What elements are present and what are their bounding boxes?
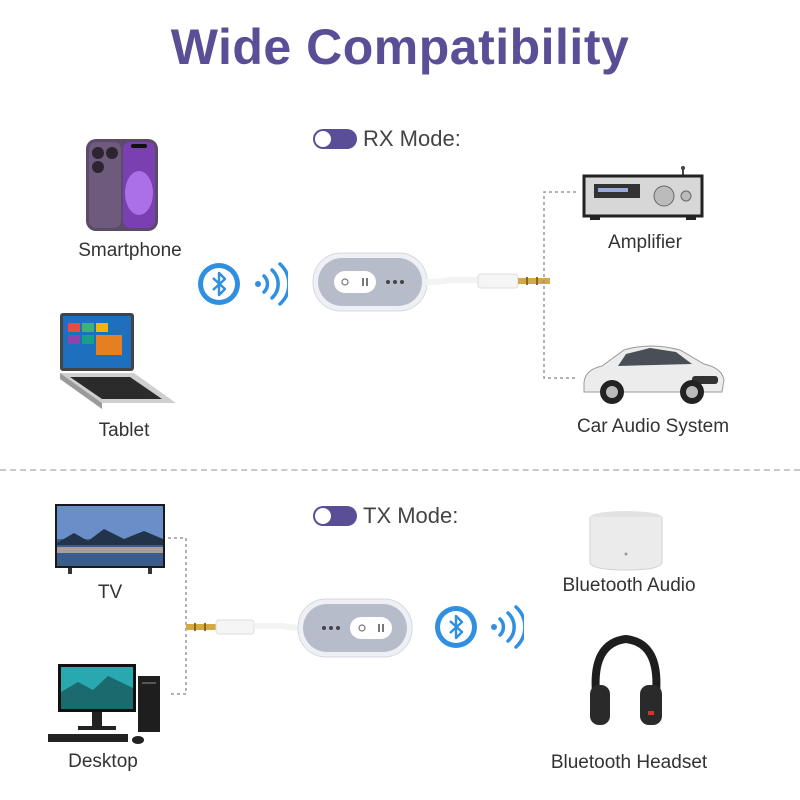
tx-adapter-icon bbox=[186, 598, 414, 660]
signal-waves-icon bbox=[252, 262, 288, 306]
desktop-label: Desktop bbox=[68, 751, 138, 772]
rx-connector-line bbox=[540, 190, 580, 382]
tv-label: TV bbox=[97, 582, 123, 603]
adapter-icon bbox=[312, 252, 552, 314]
tx-mode-label: TX Mode: bbox=[363, 503, 459, 528]
car-audio-label: Car Audio System bbox=[576, 416, 730, 437]
amplifier-label: Amplifier bbox=[608, 232, 682, 253]
car-icon bbox=[580, 340, 726, 406]
tx-mode-heading: TX Mode: bbox=[313, 503, 458, 529]
tv-icon bbox=[54, 503, 166, 575]
desktop-icon bbox=[48, 662, 164, 750]
headphones-icon bbox=[586, 633, 666, 729]
section-divider bbox=[0, 469, 800, 471]
smartphone-label: Smartphone bbox=[78, 240, 182, 261]
bluetooth-audio-label: Bluetooth Audio bbox=[562, 575, 696, 596]
rx-toggle-icon bbox=[313, 129, 357, 149]
page-title: Wide Compatibility bbox=[170, 19, 630, 75]
rx-mode-label: RX Mode: bbox=[363, 126, 461, 151]
tx-signal-waves-icon bbox=[488, 605, 524, 649]
smartphone-icon bbox=[84, 138, 160, 233]
bluetooth-headset-label: Bluetooth Headset bbox=[550, 752, 708, 773]
bluetooth-icon bbox=[197, 262, 241, 306]
amplifier-icon bbox=[582, 166, 704, 222]
rx-mode-heading: RX Mode: bbox=[313, 126, 461, 152]
speaker-icon bbox=[588, 510, 664, 572]
tx-bluetooth-icon bbox=[434, 605, 478, 649]
tx-toggle-icon bbox=[313, 506, 357, 526]
tablet-icon bbox=[56, 313, 178, 413]
tablet-label: Tablet bbox=[98, 420, 150, 441]
